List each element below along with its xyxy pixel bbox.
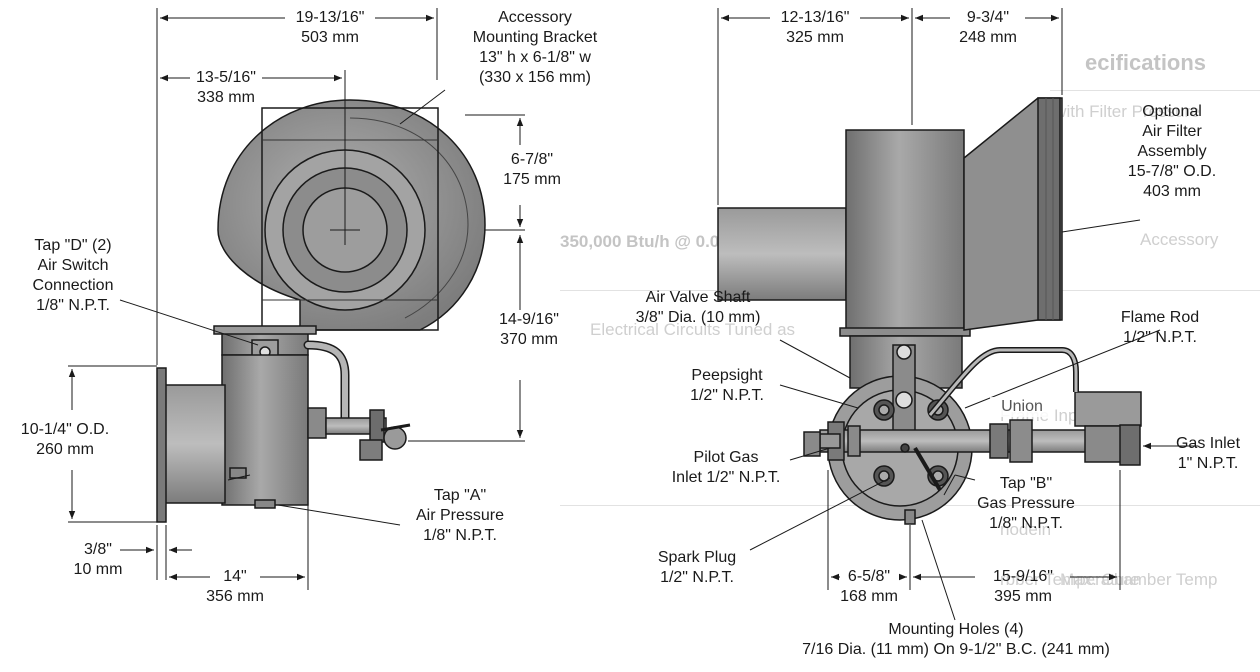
blower-box [845,129,965,331]
left-blower-assembly [156,99,486,523]
ghost-value: 350,000 Btu/h @ 0.0" w.c. [560,232,764,251]
dim-center-height: 14-9/16"370 mm [499,311,559,348]
burner-tube [164,384,226,504]
outlet-duct [717,207,847,301]
filter-element [1037,97,1061,321]
burner-body [221,354,309,506]
dim-bracket-height: 6-7/8"175 mm [503,151,561,188]
ghost-row: Accessory [1140,230,1219,249]
mounting-holes-label: Mounting Holes (4)7/16 Dia. (11 mm) On 9… [802,621,1110,658]
ghost-row: nodein [1000,520,1052,539]
gas-manifold [819,429,1121,453]
right-burner-assembly [717,97,1142,525]
union-label: Union [990,397,1054,417]
dim-flange-od: 10-1/4" O.D.260 mm [20,421,110,458]
tap-b-label: Tap "B"Gas Pressure 1/8" N.P.T. [977,475,1075,532]
dimension-lines [68,8,1198,621]
tap-a-label: Tap "A"Air Pressure 1/8" N.P.T. [415,487,505,544]
dim-right-width: 9-3/4"248 mm [959,9,1017,46]
ghost-value: Electrical Circuits Tuned as [590,320,796,339]
dim-left-width: 12-13/16"325 mm [780,9,850,46]
dim-center-width: 13-5/16"338 mm [196,69,256,106]
dim-overall-width: 19-13/16"503 mm [295,9,365,46]
dim-body-length: 14"356 mm [206,568,264,605]
burner-flange [156,367,167,523]
ghost-value: Max. Chamber Temp [1060,570,1218,589]
ghost-row: rbber Temperature [1000,570,1140,589]
gas-regulator [1074,391,1142,427]
ghost-heading: ecifications [1085,50,1207,75]
dim-right-offset: 15-9/16"395 mm [993,568,1053,605]
dim-flange-thickness: 3/8"10 mm [73,541,123,578]
accessory-bracket [261,107,439,331]
ghost-row: d with Filter Pressure [1040,102,1200,121]
dim-left-offset: 6-5/8"168 mm [840,568,898,605]
